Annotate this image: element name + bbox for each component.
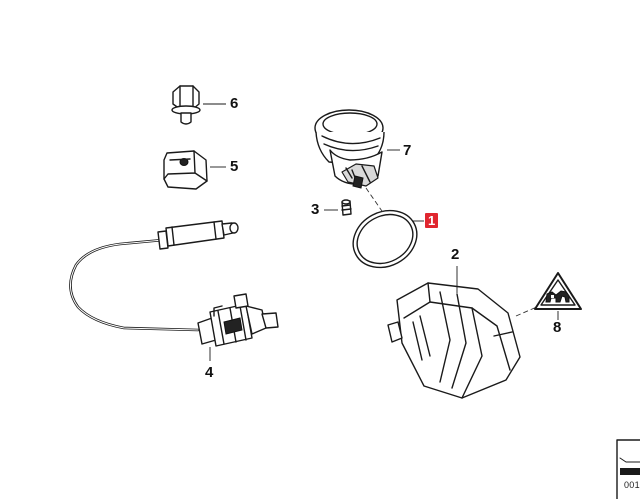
axis-line-7-1 — [365, 187, 385, 215]
diagram-code: 001 — [624, 480, 640, 490]
part-6-bolt[interactable] — [171, 85, 201, 125]
callout-3[interactable]: 3 — [311, 201, 320, 218]
callout-8[interactable]: 8 — [553, 319, 562, 336]
part-2-control-unit[interactable] — [387, 282, 521, 399]
part-8-warning-label[interactable] — [534, 272, 582, 310]
part-7-sensor[interactable] — [314, 109, 385, 189]
corner-logo-icon — [616, 439, 640, 500]
part-5-clip-nut[interactable] — [163, 150, 208, 190]
callout-4[interactable]: 4 — [205, 364, 214, 381]
callout-7[interactable]: 7 — [403, 142, 412, 159]
callout-6[interactable]: 6 — [230, 95, 239, 112]
part-3-pin[interactable] — [341, 199, 352, 216]
callout-2[interactable]: 2 — [451, 246, 460, 263]
callout-1-highlighted[interactable]: 1 — [425, 213, 439, 228]
callout-5[interactable]: 5 — [230, 158, 239, 175]
warning-triangle-icon — [545, 290, 570, 303]
part-1-o-ring[interactable] — [343, 200, 427, 279]
part-4-sensor-cable[interactable] — [69, 220, 279, 347]
